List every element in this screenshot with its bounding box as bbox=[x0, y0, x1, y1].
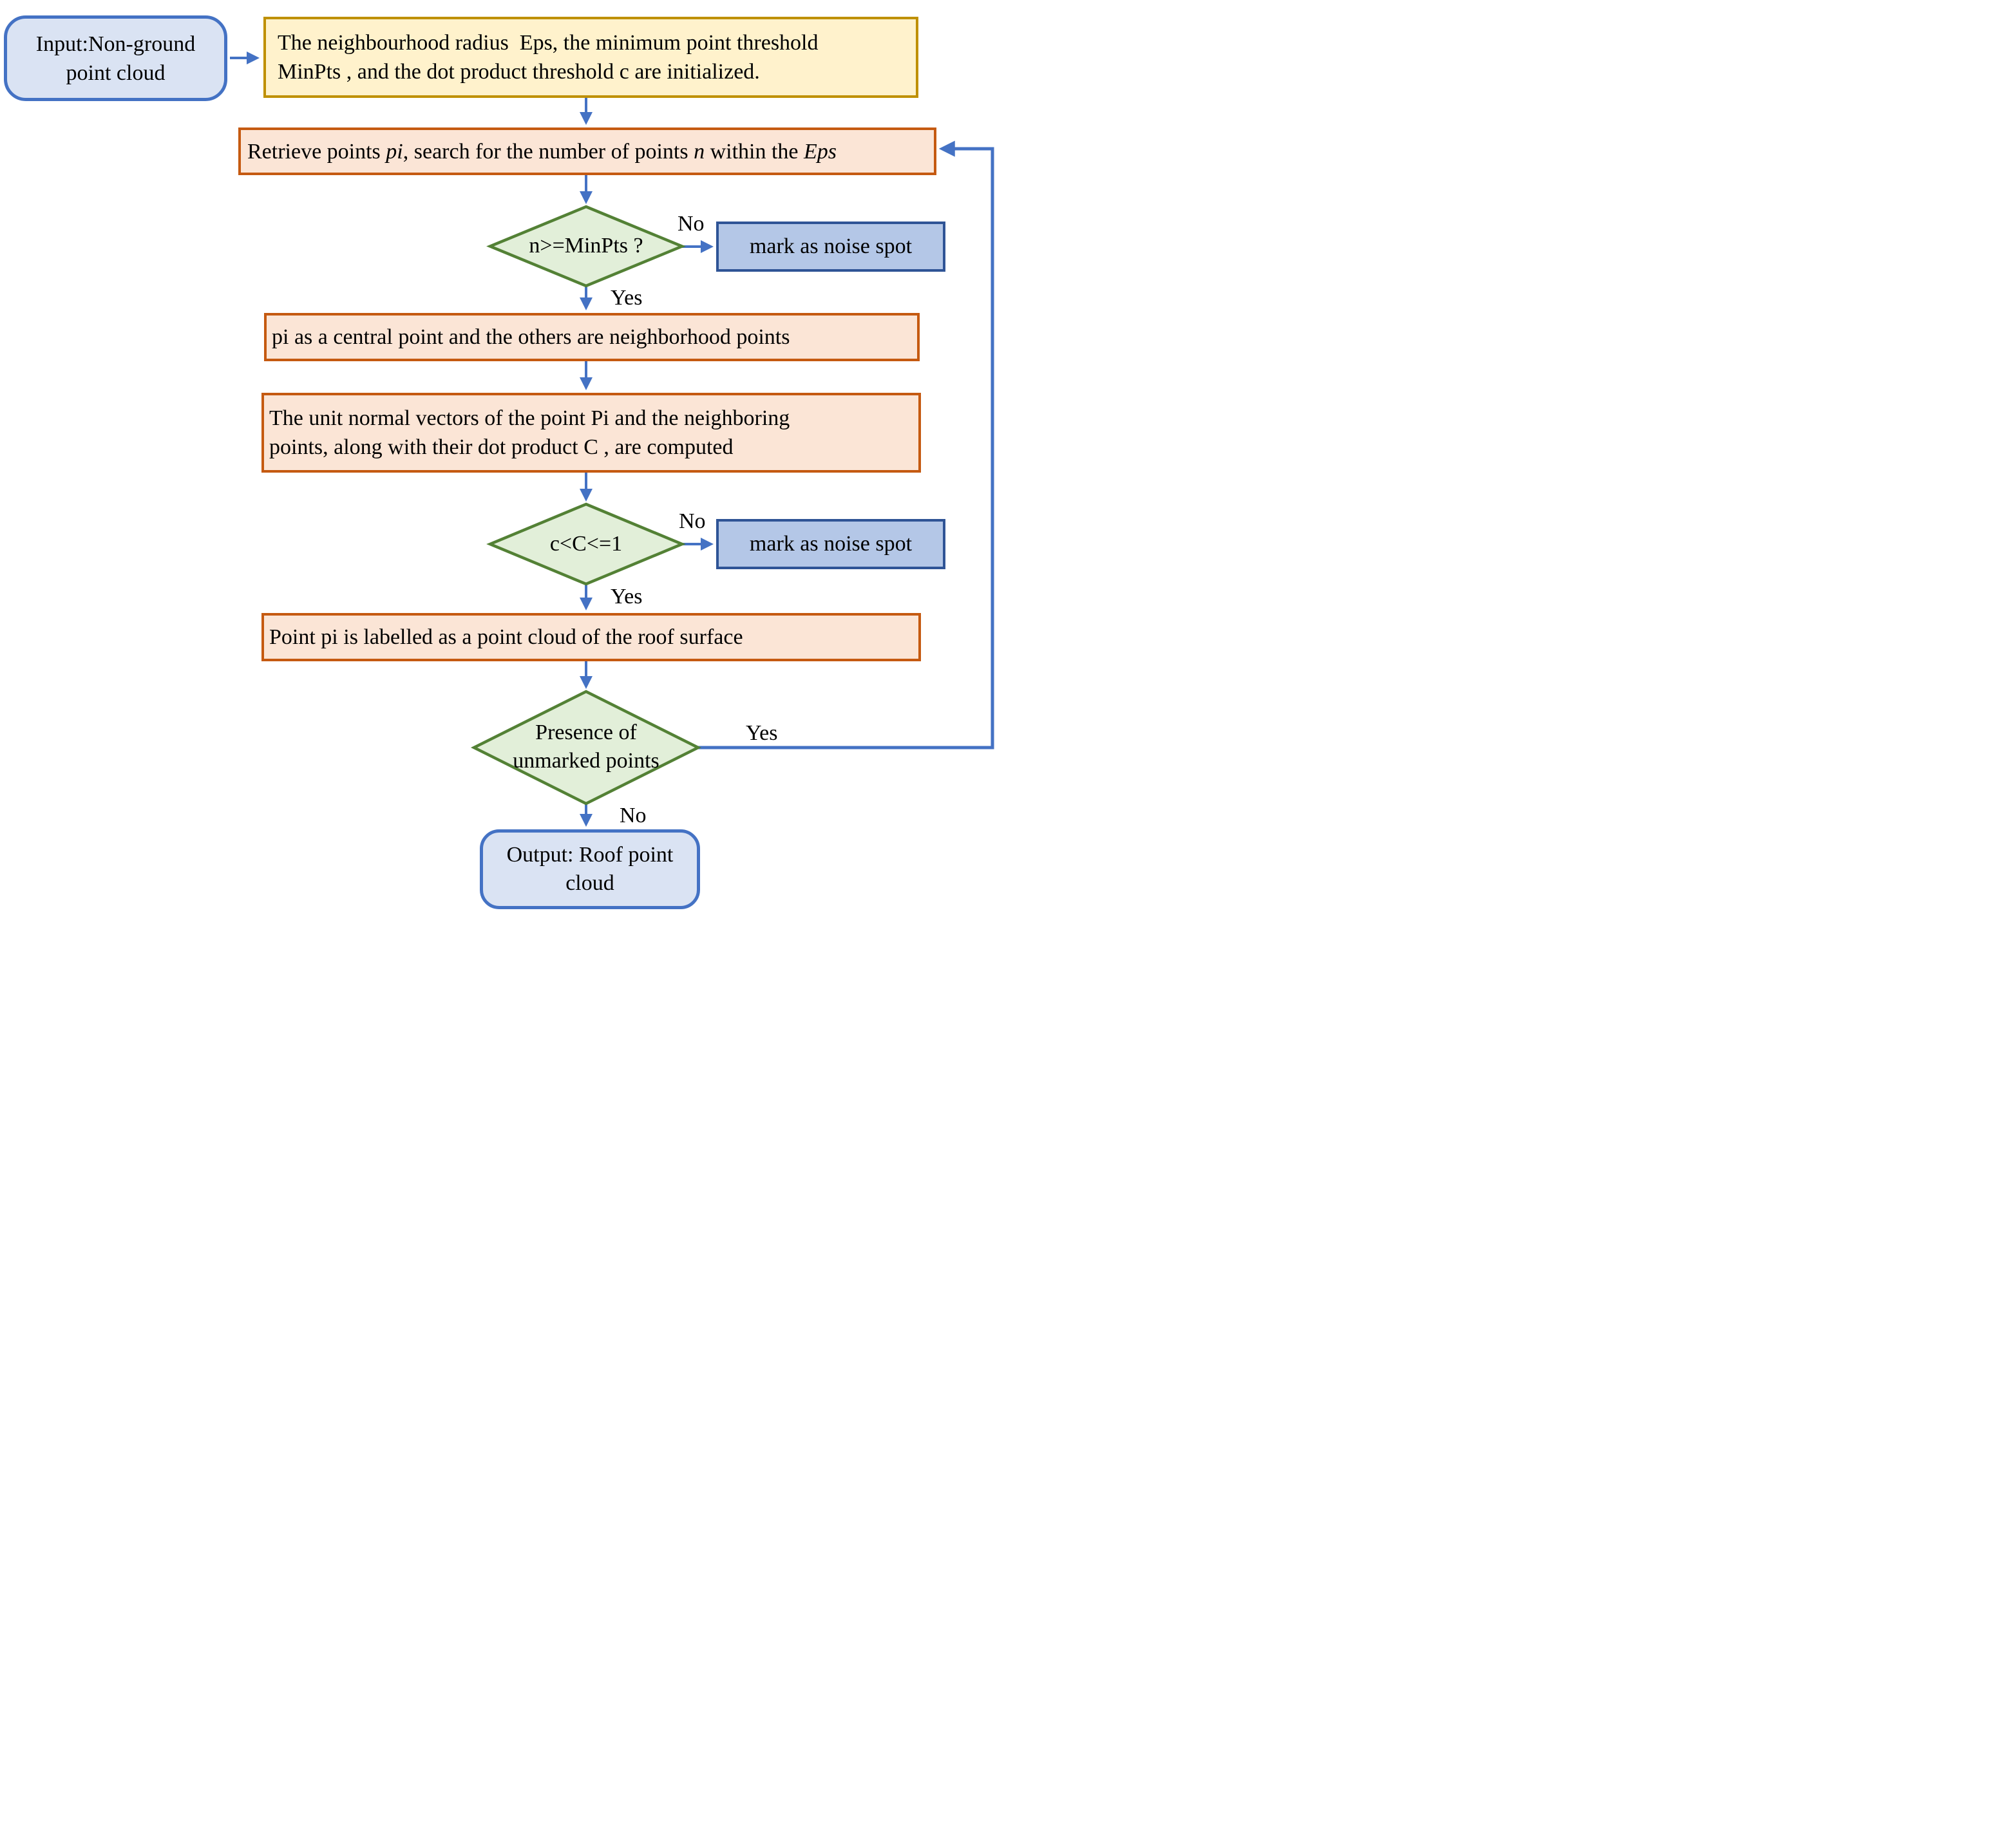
edge-label-yes2: Yes bbox=[611, 585, 643, 608]
edge-label-no2: No bbox=[679, 509, 706, 533]
decision2-diamond bbox=[486, 502, 686, 586]
retrieve-var-n: n bbox=[694, 139, 705, 164]
output-node-line2: cloud bbox=[565, 871, 614, 895]
input-node-line1: Input:Non-ground bbox=[35, 32, 196, 56]
decision1-text: n>=MinPts ? bbox=[529, 234, 643, 258]
retrieve-node: Retrieve points pi, search for the numbe… bbox=[238, 127, 936, 175]
init-node-line2: MinPts , and the dot product threshold c… bbox=[278, 60, 760, 84]
init-node-line1: The neighbourhood radius Eps, the minimu… bbox=[278, 31, 819, 55]
input-node-line2: point cloud bbox=[66, 61, 166, 85]
normal-vectors-line1: The unit normal vectors of the point Pi … bbox=[269, 406, 790, 430]
decision3-line1: Presence of bbox=[535, 721, 637, 744]
edge-label-yes3: Yes bbox=[746, 721, 778, 745]
edge-label-yes1: Yes bbox=[611, 286, 643, 310]
central-point-text: pi as a central point and the others are… bbox=[272, 325, 790, 349]
retrieve-var-eps: Eps bbox=[804, 139, 837, 164]
normal-vectors-node: The unit normal vectors of the point Pi … bbox=[261, 393, 921, 473]
roof-label-text: Point pi is labelled as a point cloud of… bbox=[269, 625, 743, 649]
output-node-line1: Output: Roof point bbox=[506, 843, 674, 867]
edge-label-no3: No bbox=[620, 804, 647, 827]
edge-label-no1: No bbox=[678, 212, 705, 236]
decision3-diamond bbox=[470, 690, 702, 806]
central-point-node: pi as a central point and the others are… bbox=[264, 313, 920, 361]
decision1-label: n>=MinPts ? bbox=[502, 207, 670, 285]
flowchart-canvas: Input:Non-ground point cloud The neighbo… bbox=[0, 0, 1001, 924]
connector-layer bbox=[230, 52, 994, 827]
output-node: Output: Roof point cloud bbox=[480, 829, 700, 909]
decision3-line2: unmarked points bbox=[513, 749, 659, 773]
retrieve-node-text: Retrieve points pi, search for the numbe… bbox=[247, 137, 934, 166]
noise2-node: mark as noise spot bbox=[716, 519, 945, 569]
decision2-label: c<C<=1 bbox=[502, 505, 670, 583]
arrow-decision3-yes-loop bbox=[698, 140, 994, 750]
input-node: Input:Non-ground point cloud bbox=[4, 15, 227, 101]
retrieve-var-pi: pi bbox=[386, 139, 403, 164]
retrieve-seg1: Retrieve points bbox=[247, 139, 386, 164]
decision3-label: Presence of unmarked points bbox=[480, 693, 692, 801]
decision2-text: c<C<=1 bbox=[549, 532, 623, 556]
noise1-node: mark as noise spot bbox=[716, 222, 945, 272]
noise1-text: mark as noise spot bbox=[749, 234, 913, 258]
normal-vectors-line2: points, along with their dot product C ,… bbox=[269, 435, 734, 459]
roof-label-node: Point pi is labelled as a point cloud of… bbox=[261, 613, 921, 661]
retrieve-seg2: , search for the number of points bbox=[403, 139, 694, 164]
decision1-diamond bbox=[486, 205, 686, 288]
retrieve-seg3: within the bbox=[705, 139, 804, 164]
init-node: The neighbourhood radius Eps, the minimu… bbox=[263, 17, 918, 98]
noise2-text: mark as noise spot bbox=[749, 532, 913, 556]
